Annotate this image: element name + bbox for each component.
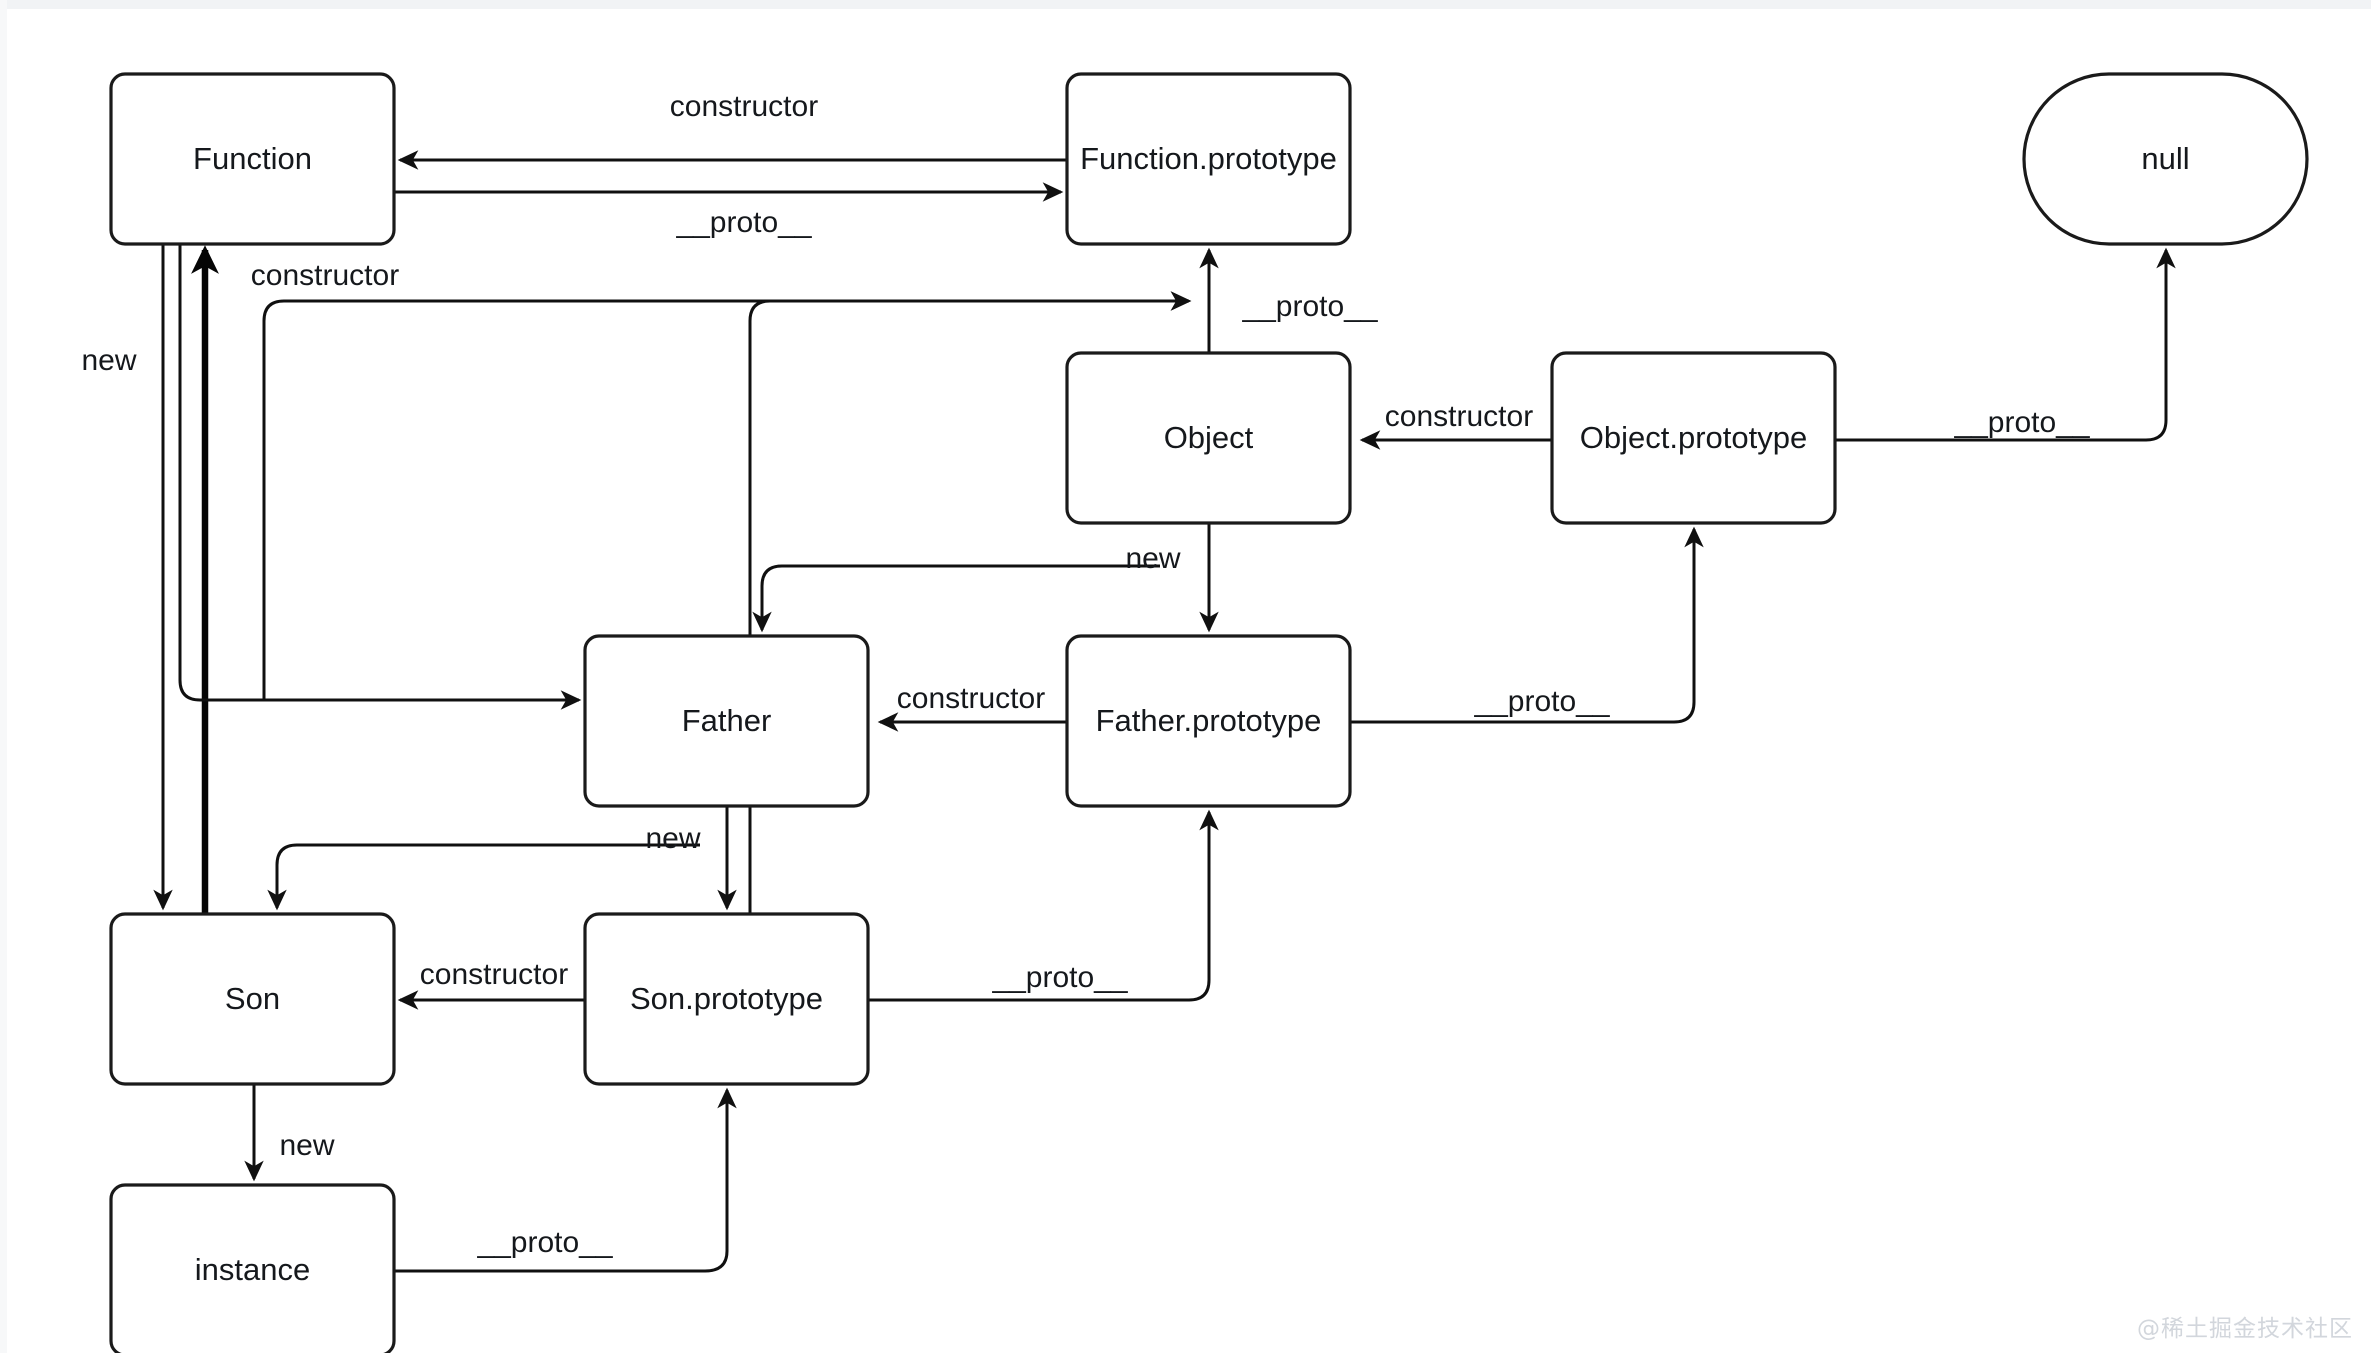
node-object-shape[interactable] xyxy=(1065,351,1352,525)
edge-new-function-father xyxy=(178,244,582,710)
node-null[interactable]: null xyxy=(2022,72,2309,246)
node-null-label: null xyxy=(2141,141,2189,176)
edge-label-proto-f-fp: __proto__ xyxy=(675,206,812,239)
edge-new-father-son xyxy=(267,843,700,911)
edge-labels: constructor __proto__ constructor new __… xyxy=(81,90,2090,1259)
left-edge-strip xyxy=(0,0,7,1353)
edge-label-new-object-fp: new xyxy=(1125,542,1180,575)
node-object-prototype-shape[interactable] xyxy=(1550,351,1837,525)
edge-proto-instance-sonprototype xyxy=(394,1087,737,1273)
edge-label-constructor-son-f: constructor xyxy=(251,259,399,292)
node-son-shape[interactable] xyxy=(109,912,396,1086)
edge-label-new-father-sp: new xyxy=(645,822,700,855)
node-father[interactable]: Father xyxy=(583,634,870,808)
edge-label-proto-object-fp: __proto__ xyxy=(1241,290,1378,323)
node-son-prototype-shape[interactable] xyxy=(583,912,870,1086)
edge-proto-father-functionprototype xyxy=(262,291,1192,700)
node-function-prototype-label: Function.prototype xyxy=(1080,141,1337,176)
edge-label-new-son-instance: new xyxy=(279,1129,334,1162)
top-edge-strip xyxy=(0,0,2371,9)
edge-new-object-fatherprototype xyxy=(752,564,1160,633)
node-son-label: Son xyxy=(225,981,280,1016)
edge-proto-objectprototype-null xyxy=(1835,247,2176,442)
node-instance-label: instance xyxy=(195,1252,310,1287)
node-function[interactable]: Function xyxy=(109,72,396,246)
node-father-label: Father xyxy=(682,703,772,738)
node-object-label: Object xyxy=(1164,420,1254,455)
edge-label-proto-sp-fap: __proto__ xyxy=(991,961,1128,994)
node-son-prototype-label: Son.prototype xyxy=(630,981,823,1016)
node-father-prototype-label: Father.prototype xyxy=(1096,703,1322,738)
node-son-prototype[interactable]: Son.prototype xyxy=(583,912,870,1086)
node-function-prototype[interactable]: Function.prototype xyxy=(1065,72,1352,246)
edge-label-new-f-son: new xyxy=(81,344,136,377)
node-instance-shape[interactable] xyxy=(109,1183,396,1353)
edge-label-proto-op-null: __proto__ xyxy=(1953,406,2090,439)
watermark: @稀土掘金技术社区 xyxy=(2137,1316,2353,1342)
node-father-prototype-shape[interactable] xyxy=(1065,634,1352,808)
edge-label-constructor-fp-f: constructor xyxy=(670,90,818,123)
node-instance[interactable]: instance xyxy=(109,1183,396,1353)
node-function-label: Function xyxy=(193,141,312,176)
node-object-prototype-label: Object.prototype xyxy=(1580,420,1807,455)
edge-label-proto-instance-sp: __proto__ xyxy=(476,1226,613,1259)
edge-label-proto-fap-op: __proto__ xyxy=(1473,685,1610,718)
node-object-prototype[interactable]: Object.prototype xyxy=(1550,351,1837,525)
node-father-shape[interactable] xyxy=(583,634,870,808)
edge-proto-fatherprototype-objectprototype xyxy=(1350,526,1704,724)
edge-label-constructor-op-o: constructor xyxy=(1385,400,1533,433)
node-null-shape[interactable] xyxy=(2022,72,2309,246)
node-function-prototype-shape[interactable] xyxy=(1065,72,1352,246)
node-father-prototype[interactable]: Father.prototype xyxy=(1065,634,1352,808)
node-object[interactable]: Object xyxy=(1065,351,1352,525)
edge-label-constructor-sp-son: constructor xyxy=(420,958,568,991)
edge-proto-son-functionprototype xyxy=(748,291,1192,914)
node-function-shape[interactable] xyxy=(109,72,396,246)
edge-proto-sonprototype-fatherprototype xyxy=(868,809,1219,1002)
edge-label-constructor-fap-fa: constructor xyxy=(897,682,1045,715)
node-son[interactable]: Son xyxy=(109,912,396,1086)
